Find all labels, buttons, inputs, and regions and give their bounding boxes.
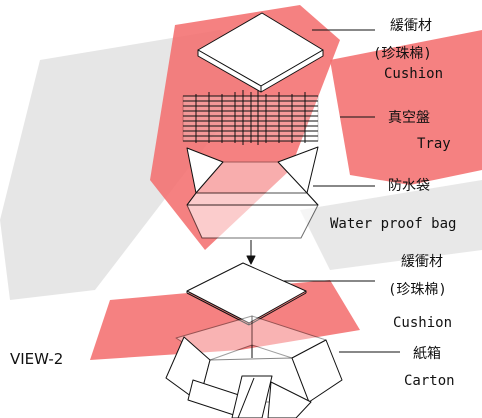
label-bottom-cushion-en: Cushion [393, 315, 452, 331]
vacuum-tray [182, 90, 319, 145]
label-carton-en: Carton [404, 373, 455, 389]
labels: 緩衝材 (珍珠棉) Cushion 真空盤 Tray 防水袋 Water pro… [10, 18, 456, 389]
label-top-cushion-cn: 緩衝材 [390, 18, 432, 34]
leader-lines [283, 29, 400, 353]
label-bag-cn: 防水袋 [388, 178, 430, 194]
label-bag-en: Water proof bag [330, 216, 456, 232]
label-tray-cn: 真空盤 [388, 110, 430, 126]
label-bottom-cushion-sub-cn: (珍珠棉) [388, 281, 447, 298]
label-top-cushion-sub-cn: (珍珠棉) [373, 45, 432, 62]
waterproof-bag [186, 146, 319, 239]
label-carton-cn: 紙箱 [413, 346, 441, 362]
assembly-arrow [246, 240, 256, 265]
view-label: VIEW-2 [10, 350, 63, 368]
watermark-red-band-right [330, 30, 482, 185]
watermark-red-band-lower [90, 280, 360, 360]
bottom-cushion [186, 262, 307, 326]
carton [165, 315, 343, 418]
label-bottom-cushion-cn: 緩衝材 [401, 254, 443, 270]
watermark-gray-band-lower [300, 180, 482, 270]
top-cushion [197, 12, 324, 93]
label-top-cushion-en: Cushion [384, 66, 443, 82]
label-tray-en: Tray [417, 136, 451, 152]
